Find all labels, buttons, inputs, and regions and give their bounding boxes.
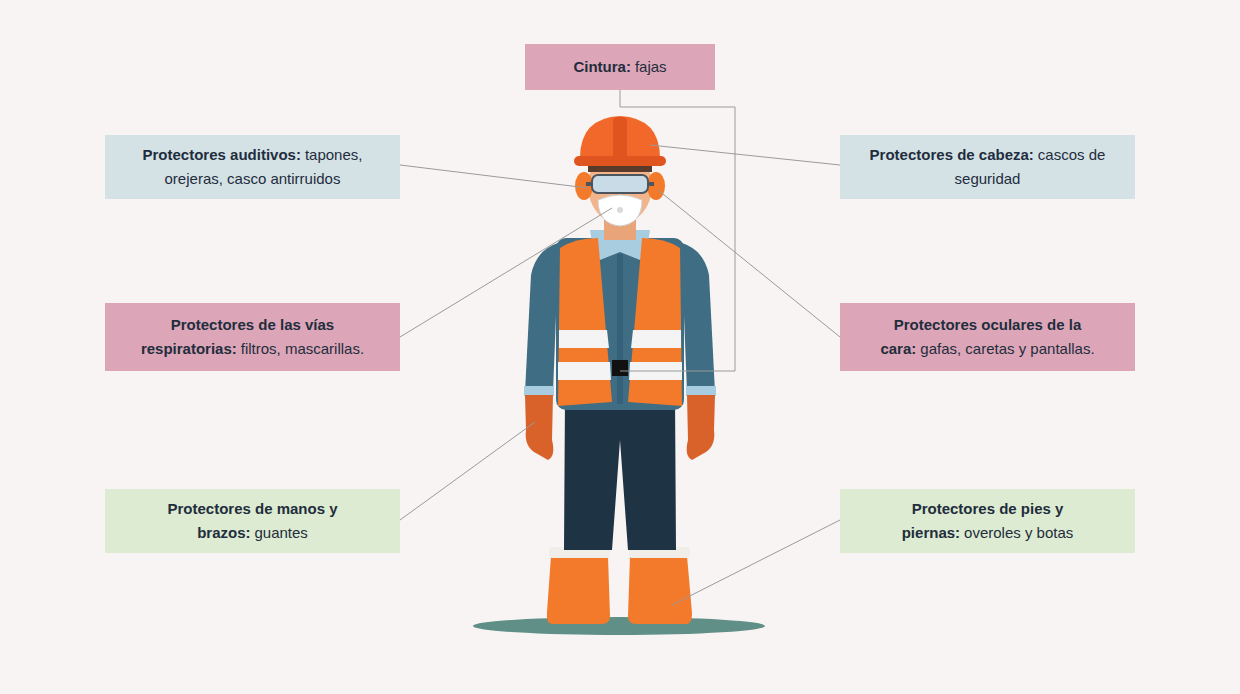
callout-text: Protectores de manos y brazos:guantes (131, 497, 374, 545)
helmet (580, 116, 660, 158)
callout-body: filtros, mascarillas. (241, 340, 364, 357)
cuff (686, 386, 716, 396)
leader-line (400, 208, 612, 337)
cuff (524, 386, 554, 396)
callout-body: overoles y botas (964, 524, 1073, 541)
callout-heading: Cintura: (573, 58, 631, 75)
vest (628, 238, 682, 406)
glove (687, 395, 715, 460)
arm (682, 243, 715, 392)
callout-body: guantes (254, 524, 307, 541)
callout-body: gafas, caretas y pantallas. (920, 340, 1094, 357)
leader-line (672, 520, 840, 605)
placket (617, 254, 623, 404)
callout-text: Protectores auditivos:tapones, orejeras,… (131, 143, 374, 191)
goggles (592, 175, 648, 193)
callout-heading: Protectores de manos y brazos: (167, 500, 337, 541)
reflective-stripe (558, 362, 611, 380)
callout-box: Cintura:fajas (525, 44, 715, 90)
boot (628, 556, 692, 624)
mask-valve (617, 207, 623, 213)
callout-heading: Protectores de cabeza: (870, 146, 1034, 163)
leader-line (400, 422, 535, 520)
helmet-brim (574, 156, 666, 166)
leader-line (650, 145, 840, 165)
shirt (556, 238, 684, 410)
glove (525, 395, 553, 460)
helmet-ridge (613, 117, 627, 159)
callout-box: Protectores auditivos:tapones, orejeras,… (105, 135, 400, 199)
leader-line (658, 190, 840, 337)
callout-text: Protectores oculares de la cara:gafas, c… (866, 313, 1109, 361)
callout-text: Cintura:fajas (573, 55, 666, 79)
leader-line (620, 90, 735, 371)
callout-text: Protectores de cabeza:cascos de segurida… (866, 143, 1109, 191)
mask (598, 195, 642, 226)
callout-body: fajas (635, 58, 667, 75)
arm (525, 243, 558, 392)
callout-text: Protectores de pies y piernas:overoles y… (866, 497, 1109, 545)
callout-box: Protectores oculares de la cara:gafas, c… (840, 303, 1135, 371)
reflective-stripe (559, 330, 609, 348)
boot (547, 556, 610, 624)
callout-box: Protectores de cabeza:cascos de segurida… (840, 135, 1135, 199)
callout-box: Protectores de las vías respiratorias:fi… (105, 303, 400, 371)
ground-shadow (473, 617, 765, 635)
pants (564, 398, 676, 550)
leader-line (400, 165, 588, 188)
vest (558, 238, 612, 406)
reflective-stripe (631, 330, 681, 348)
callout-box: Protectores de pies y piernas:overoles y… (840, 489, 1135, 553)
vest-buckle (612, 360, 628, 376)
callout-text: Protectores de las vías respiratorias:fi… (131, 313, 374, 361)
callout-heading: Protectores auditivos: (143, 146, 301, 163)
callout-box: Protectores de manos y brazos:guantes (105, 489, 400, 553)
